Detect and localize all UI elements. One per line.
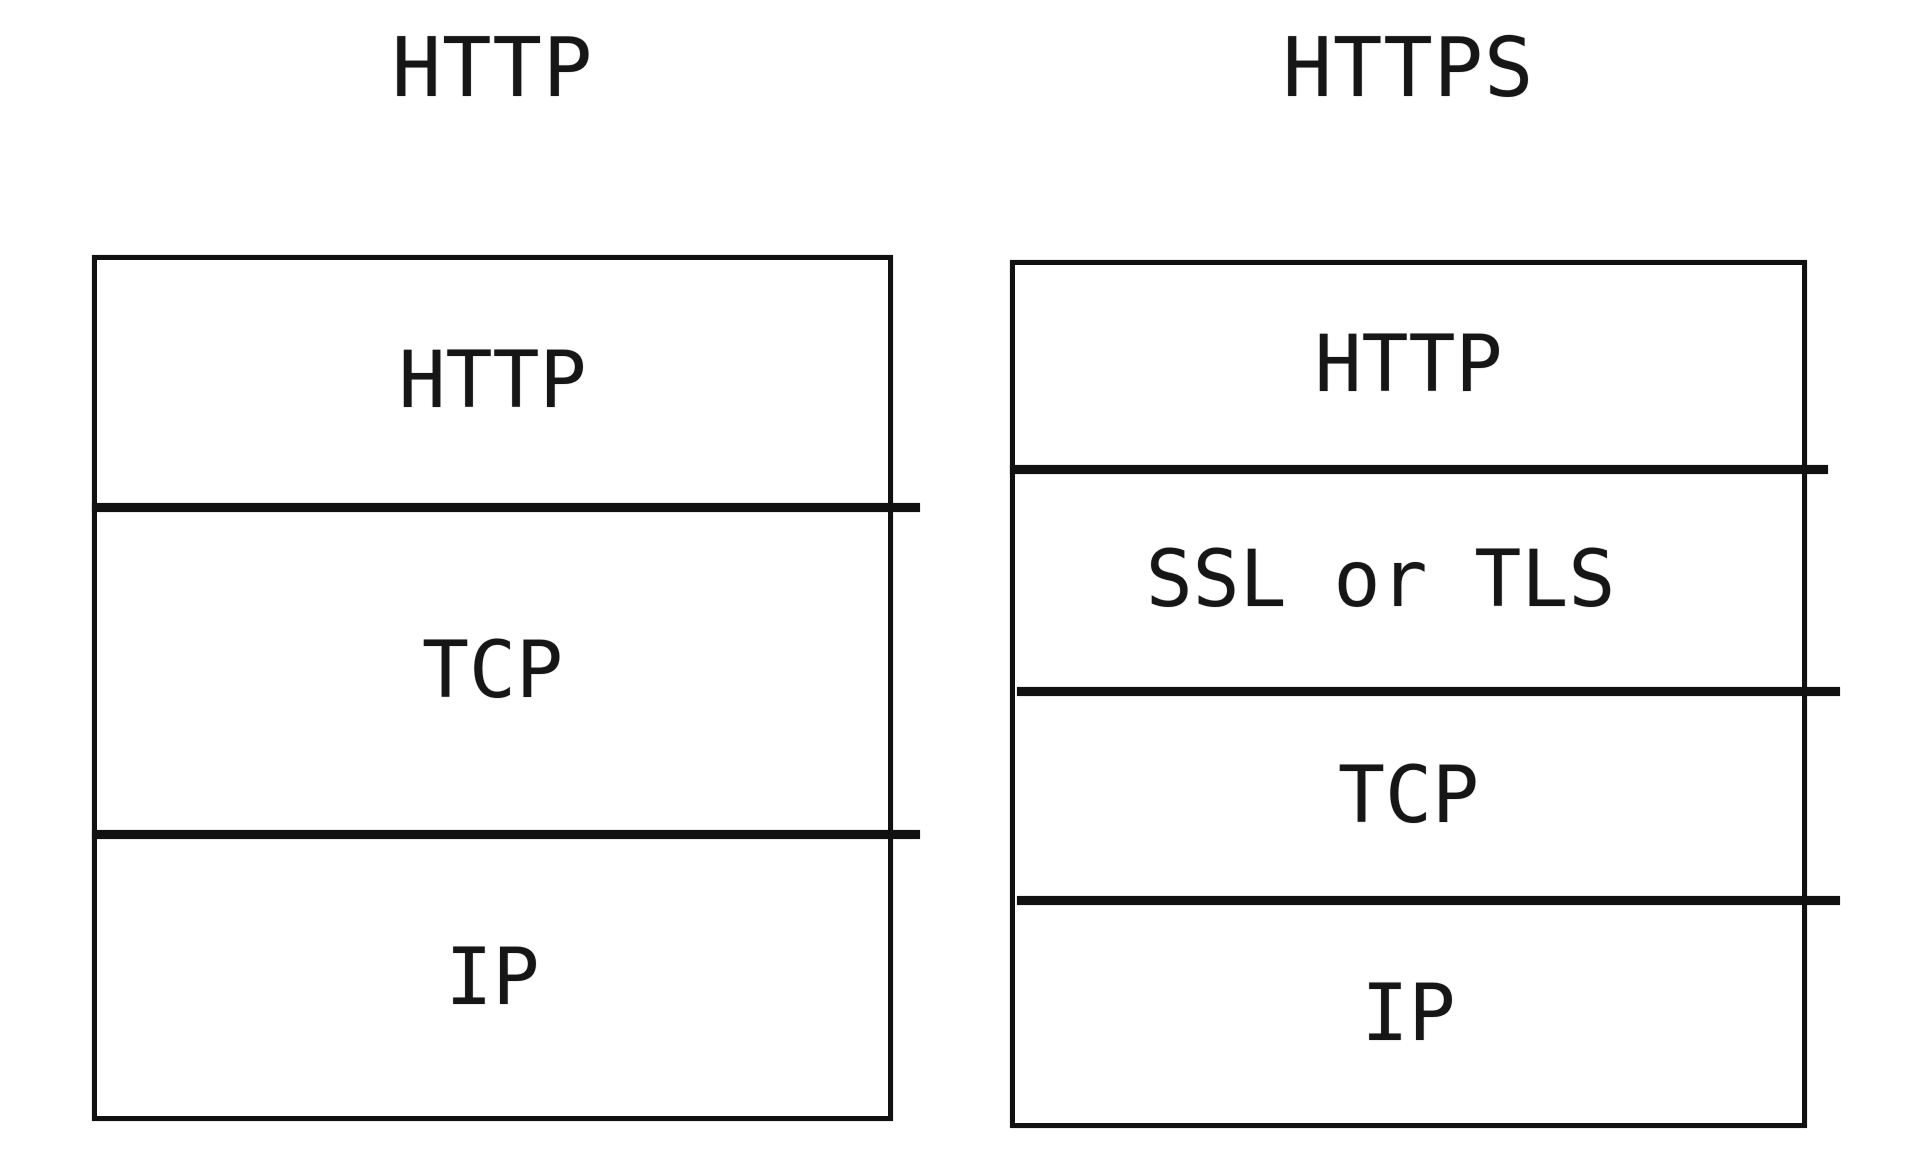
http-stack-layer-ip: IP — [445, 932, 540, 1023]
https-protocol-stack: HTTP SSL or TLS TCP IP — [1010, 260, 1840, 1128]
https-stack-divider-3 — [1017, 896, 1840, 905]
http-stack-layer-tcp: TCP — [422, 625, 563, 716]
https-stack-divider-2 — [1017, 687, 1840, 696]
http-stack-divider-1 — [92, 503, 920, 512]
http-stack-layer-http: HTTP — [398, 336, 587, 426]
http-protocol-stack: HTTP TCP IP — [92, 255, 920, 1121]
https-stack-layer-tcp: TCP — [1338, 750, 1479, 841]
https-stack-layer-http: HTTP — [1314, 319, 1503, 410]
https-stack-divider-1 — [1010, 465, 1828, 474]
https-stack-title: HTTPS — [1282, 20, 1535, 116]
https-stack-layer-ip: IP — [1361, 969, 1456, 1059]
https-stack-layer-ssl-tls: SSL or TLS — [1145, 535, 1616, 625]
http-stack-title: HTTP — [391, 20, 594, 116]
http-stack-border — [92, 255, 893, 1121]
http-stack-divider-2 — [92, 830, 920, 839]
